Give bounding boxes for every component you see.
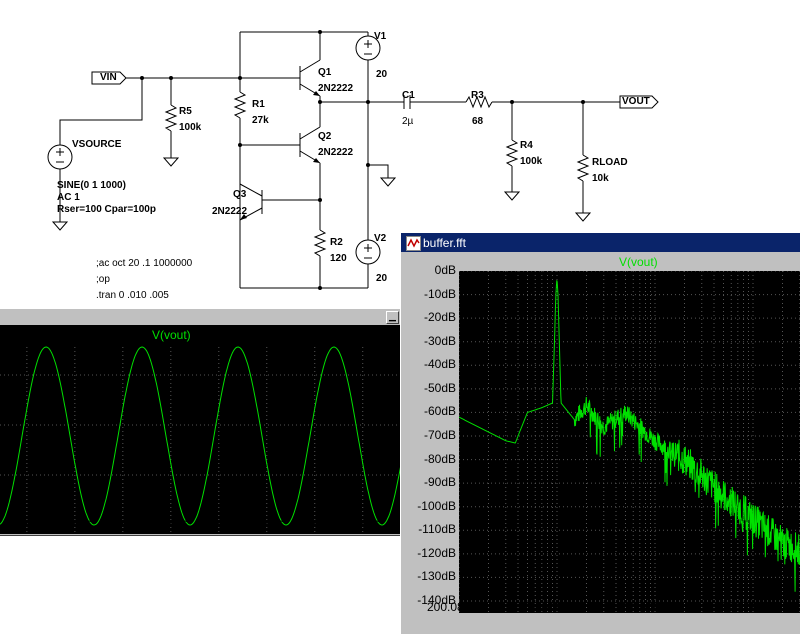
transient-trace [0,346,405,526]
transient-trace-label[interactable]: V(vout) [152,328,191,342]
fft-x-tick: 20.0082KHz [623,600,690,614]
r3-value[interactable]: 68 [472,116,484,127]
q3-value[interactable]: 2N2222 [212,206,248,217]
transient-plot-area[interactable]: V(vout) [0,325,405,534]
vin-net-label[interactable]: VIN [100,72,117,83]
r2-value[interactable]: 120 [330,253,347,264]
directive-op[interactable]: ;op [96,274,110,285]
r2-label[interactable]: R2 [330,237,343,248]
rload-label[interactable]: RLOAD [592,157,628,168]
fft-y-tick: -40dB [423,357,456,372]
transient-x-tick: 1.0ms [10,516,44,530]
vsource-ac-spec[interactable]: AC 1 [57,192,80,203]
fft-y-tick: -130dB [417,569,456,584]
v2-label[interactable]: V2 [374,233,387,244]
fft-chart [458,270,800,613]
r5-value[interactable]: 100k [179,122,202,133]
fft-y-tick: -100dB [417,498,456,513]
fft-x-tick: 200.082Hz [427,600,486,614]
fft-y-tick: -60dB [423,404,456,419]
fft-trace-label[interactable]: V(vout) [619,255,658,269]
fft-x-tick: 200.082KHz [721,600,788,614]
vsource-label[interactable]: VSOURCE [72,139,122,150]
v1-label[interactable]: V1 [374,31,387,42]
c1-label[interactable]: C1 [402,90,415,101]
transient-x-tick: 3.0ms [202,516,236,530]
fft-y-tick: -20dB [423,310,456,325]
q2-label[interactable]: Q2 [318,131,332,142]
r3-label[interactable]: R3 [471,90,484,101]
r1-label[interactable]: R1 [252,99,265,110]
r1-value[interactable]: 27k [252,115,269,126]
fft-y-tick: -110dB [418,522,456,537]
fft-y-tick: -80dB [423,451,456,466]
fft-y-tick: -120dB [417,545,456,560]
transient-x-tick: 4.5ms [346,516,380,530]
q1-label[interactable]: Q1 [318,67,332,78]
fft-x-tick: 2.00082KHz [525,600,592,614]
fft-window-title: buffer.fft [423,236,466,250]
fft-y-tick: -90dB [423,475,456,490]
v2-value[interactable]: 20 [376,273,388,284]
fft-plot-window[interactable]: buffer.fft V(vout) 0dB -10dB -20dB -30dB -40… [400,233,800,634]
fft-y-tick: -50dB [423,380,456,395]
vout-net-label[interactable]: VOUT [622,96,650,107]
fft-y-tick: -140dB [417,593,456,607]
q2-value[interactable]: 2N2222 [318,147,354,158]
fft-y-tick: -70dB [423,428,456,442]
vsource-parasitics[interactable]: Rser=100 Cpar=100p [57,204,156,215]
r4-label[interactable]: R4 [520,140,533,151]
directive-tran[interactable]: .tran 0 .010 .005 [96,290,169,301]
directive-ac[interactable]: ;ac oct 20 .1 1000000 [96,258,193,269]
v1-value[interactable]: 20 [376,69,388,80]
transient-x-tick: 4.0ms [298,516,332,530]
transient-plot-window[interactable]: ▁ V(vout) 1.0ms 1.5ms 2.0ms 2.5ms 3.0ms 3.5ms… [0,309,405,536]
fft-plot-area[interactable] [458,270,800,613]
transient-x-tick: 2.0ms [106,516,140,530]
transient-x-tick: 3.5ms [250,516,284,530]
fft-trace [458,280,800,592]
waveform-icon [406,236,421,251]
q1-value[interactable]: 2N2222 [318,83,354,94]
fft-y-tick: 0dB [434,263,456,277]
r4-value[interactable]: 100k [520,156,543,167]
c1-value[interactable]: 2µ [402,116,414,127]
transient-titlebar[interactable]: ▁ [0,309,404,325]
rload-value[interactable]: 10k [592,173,609,184]
fft-y-tick: -10dB [423,286,456,301]
vsource-sine-spec[interactable]: SINE(0 1 1000) [57,180,126,191]
r5-label[interactable]: R5 [179,106,192,117]
fft-y-tick: -30dB [423,333,456,348]
minimize-icon[interactable]: ▁ [386,311,399,324]
fft-titlebar[interactable]: buffer.fft [401,233,800,252]
transient-x-tick: 2.5ms [154,516,188,530]
transient-x-tick: 1.5ms [58,516,92,530]
q3-label[interactable]: Q3 [233,189,247,200]
transient-chart [0,346,405,534]
